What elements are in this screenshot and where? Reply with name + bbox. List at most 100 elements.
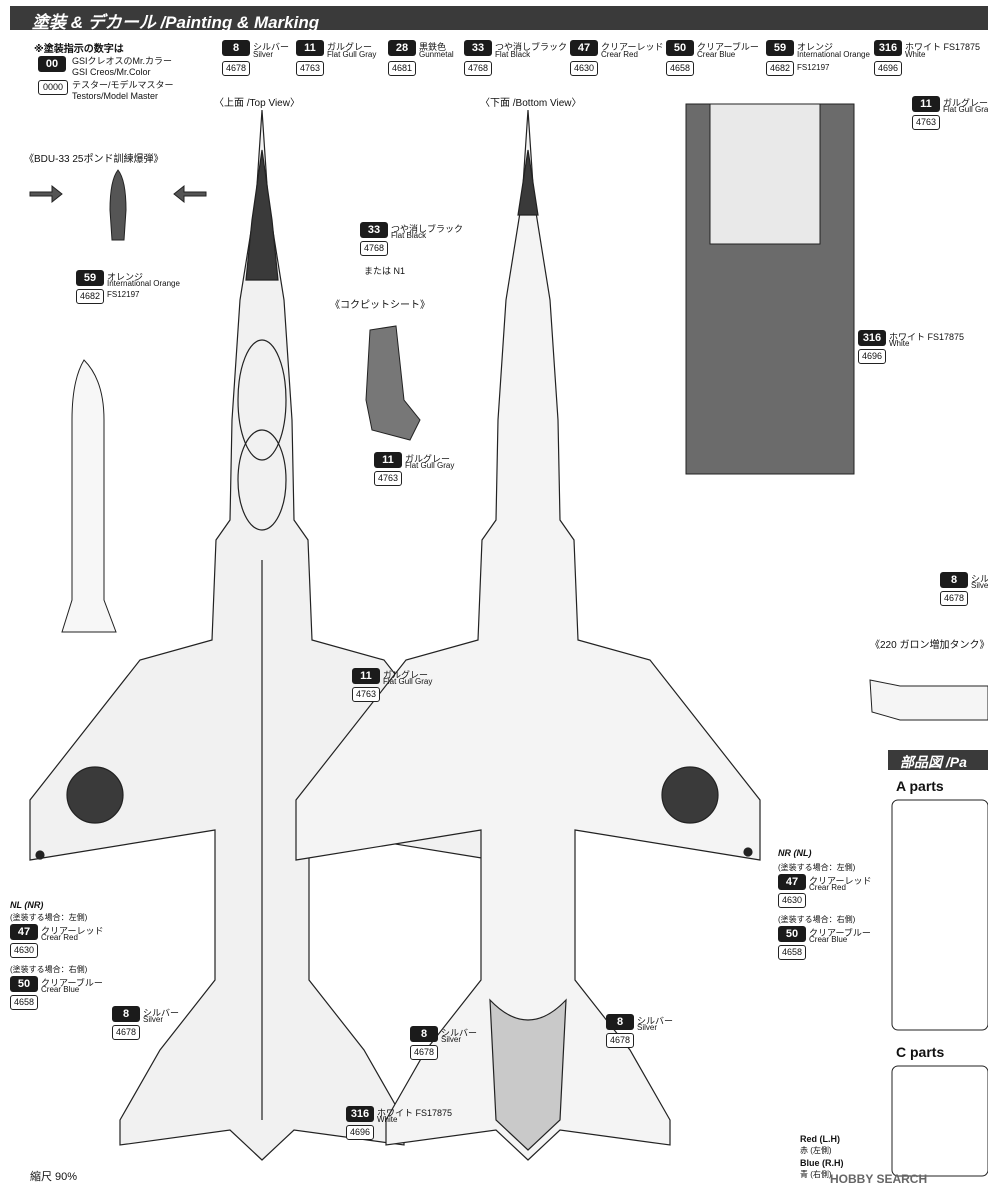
testors-code: 4763 — [374, 471, 402, 486]
color-name-jp: シルバ — [971, 574, 988, 584]
color-name-jp: 黒鉄色 — [419, 42, 447, 52]
color-name-en: Crear Blue — [697, 50, 736, 59]
color-name-jp: クリアーレッド — [41, 926, 104, 936]
nav-light-label-left: NL (NR) — [10, 900, 44, 910]
paint-condition-right: (塗装する場合：右側) — [778, 915, 856, 924]
color-name-jp: ホワイト FS17875 — [889, 332, 965, 342]
color-number: 47 — [10, 924, 38, 940]
paint-condition-left: (塗装する場合：右側) — [10, 965, 88, 974]
testors-code: 4678 — [606, 1033, 634, 1048]
tank-220-drawing — [869, 679, 988, 721]
callout-red-left: 47 クリアーレッド Crear Red 4630 — [10, 924, 120, 958]
testors-code: 4768 — [464, 61, 492, 76]
color-name-en: Flat Black — [495, 50, 531, 59]
color-number: 11 — [912, 96, 940, 112]
fs-number: FS12197 — [797, 63, 830, 72]
c-parts-label: C parts — [896, 1044, 945, 1060]
testors-code: 4658 — [666, 61, 694, 76]
palette-item-316: 316 ホワイト FS17875 White 4696 — [874, 40, 980, 78]
bottom-view-aircraft — [295, 109, 761, 1161]
palette-item-28: 28 黒鉄色 Gunmetal 4681 — [388, 40, 488, 78]
alt-color-note: または N1 — [364, 266, 406, 276]
color-name-en: Silver — [253, 50, 274, 59]
page-title: 塗装 & デカール /Painting & Marking — [32, 13, 320, 32]
color-name-en: Crear Blue — [41, 985, 80, 994]
blue-rh-label: Blue (R.H) — [800, 1158, 844, 1168]
color-name-en: Silve — [971, 581, 988, 590]
palette-item-8: 8 シルバー Silver 4678 — [222, 40, 322, 78]
seat-drawing — [365, 325, 421, 441]
color-number: 47 — [778, 874, 806, 890]
testors-code: 4630 — [778, 893, 806, 908]
color-name-en: Flat Black — [391, 231, 427, 240]
color-name-en: Flat Gull Gray — [943, 105, 988, 114]
testors-code: 4678 — [410, 1045, 438, 1060]
testors-code: 4682 — [76, 289, 104, 304]
callout-red-right: 47 クリアーレッド Crear Red 4630 — [778, 874, 888, 908]
color-number: 59 — [76, 270, 104, 286]
color-name-jp: オレンジ — [797, 42, 834, 52]
header-bar: 塗装 & デカール /Painting & Marking — [10, 6, 988, 32]
color-name-en: Crear Red — [41, 933, 78, 942]
color-name-en: Flat Gull Gray — [327, 50, 377, 59]
color-name-jp: クリアーレッド — [601, 42, 664, 52]
testors-code: 4696 — [858, 349, 886, 364]
color-number: 33 — [360, 222, 388, 238]
color-number: 8 — [112, 1006, 140, 1022]
color-number: 316 — [858, 330, 886, 346]
callout-bomb-orange: 59 オレンジ International Orange 4682 FS1219… — [76, 270, 186, 304]
paint-condition-left: (塗装する場合：左側) — [10, 913, 88, 922]
callout-side-white: 316 ホワイト FS17875 White 4696 — [858, 330, 968, 364]
a-parts-label: A parts — [896, 778, 944, 794]
color-name-en: International Orange — [107, 279, 180, 288]
bottom-view-label: 〈下面 /Bottom View〉 — [480, 98, 582, 109]
callout-silver-mid: 8 シルバー Silver 4678 — [410, 1026, 520, 1060]
color-name-jp: シルバー — [143, 1008, 180, 1018]
palette-item-59: 59 オレンジ International Orange 4682 FS1219… — [766, 40, 870, 78]
color-name-jp: ホワイト FS17875 — [377, 1108, 453, 1118]
palette-item-33: 33 つや消しブラック Flat Black 4768 — [464, 40, 567, 78]
callout-side-silver: 8 シルバ Silve 4678 — [940, 572, 988, 606]
testors-code: 4696 — [346, 1125, 374, 1140]
color-number: 8 — [940, 572, 968, 588]
color-name-jp: シルバー — [637, 1016, 674, 1026]
callout-top-gull-gray: 11 ガルグレー Flat Gull Gray 4763 — [352, 668, 462, 702]
paint-note-title: ※塗装指示の数字は — [34, 44, 124, 55]
palette-item-50: 50 クリアーブルー Crear Blue 4658 — [666, 40, 766, 78]
color-name-en: Gunmetal — [419, 50, 454, 59]
color-name-en: International Orange — [797, 50, 870, 59]
testors-code: 4696 — [874, 61, 902, 76]
color-name-en: Crear Red — [601, 50, 638, 59]
color-name-en: Silver — [143, 1015, 164, 1024]
color-name-jp: シルバー — [441, 1028, 478, 1038]
parts-title-bar: 部品図 /Pa — [888, 750, 988, 770]
testors-code: 4763 — [296, 61, 324, 76]
callout-tail-white: 316 ホワイト FS17875 White 4696 — [346, 1106, 456, 1140]
fs-number: FS12197 — [107, 290, 140, 299]
testors-code: 4658 — [10, 995, 38, 1010]
color-number: 316 — [874, 40, 902, 56]
color-name-jp: ガルグレー — [383, 670, 429, 680]
blue-rh-jp-label: 青 (右側) — [800, 1170, 832, 1179]
color-name-en: Silver — [441, 1035, 462, 1044]
color-name-en: White — [889, 339, 910, 348]
scale-label: 縮尺 90% — [30, 1171, 78, 1183]
color-name-en: Crear Red — [809, 883, 846, 892]
callout-blue-left: 50 クリアーブルー Crear Blue 4658 — [10, 976, 120, 1010]
fuselage-side-gray — [685, 103, 855, 475]
testors-code: 4678 — [940, 591, 968, 606]
palette-item-47: 47 クリアーレッド Crear Red 4630 — [570, 40, 670, 78]
testors-code: 4763 — [912, 115, 940, 130]
color-number: 47 — [570, 40, 598, 56]
testors-code: 4630 — [570, 61, 598, 76]
bdu33-bomb-drawing — [29, 169, 207, 241]
color-name-en: Crear Blue — [809, 935, 848, 944]
color-name-jp: クリアーブルー — [697, 42, 759, 52]
top-view-aircraft — [29, 109, 495, 1161]
color-name-jp: ホワイト FS17875 — [905, 42, 981, 52]
callout-seat-gull-gray: 11 ガルグレー Flat Gull Gray 4763 — [374, 452, 484, 486]
color-name-jp: ガルグレー — [327, 42, 373, 52]
color-number: 50 — [778, 926, 806, 942]
